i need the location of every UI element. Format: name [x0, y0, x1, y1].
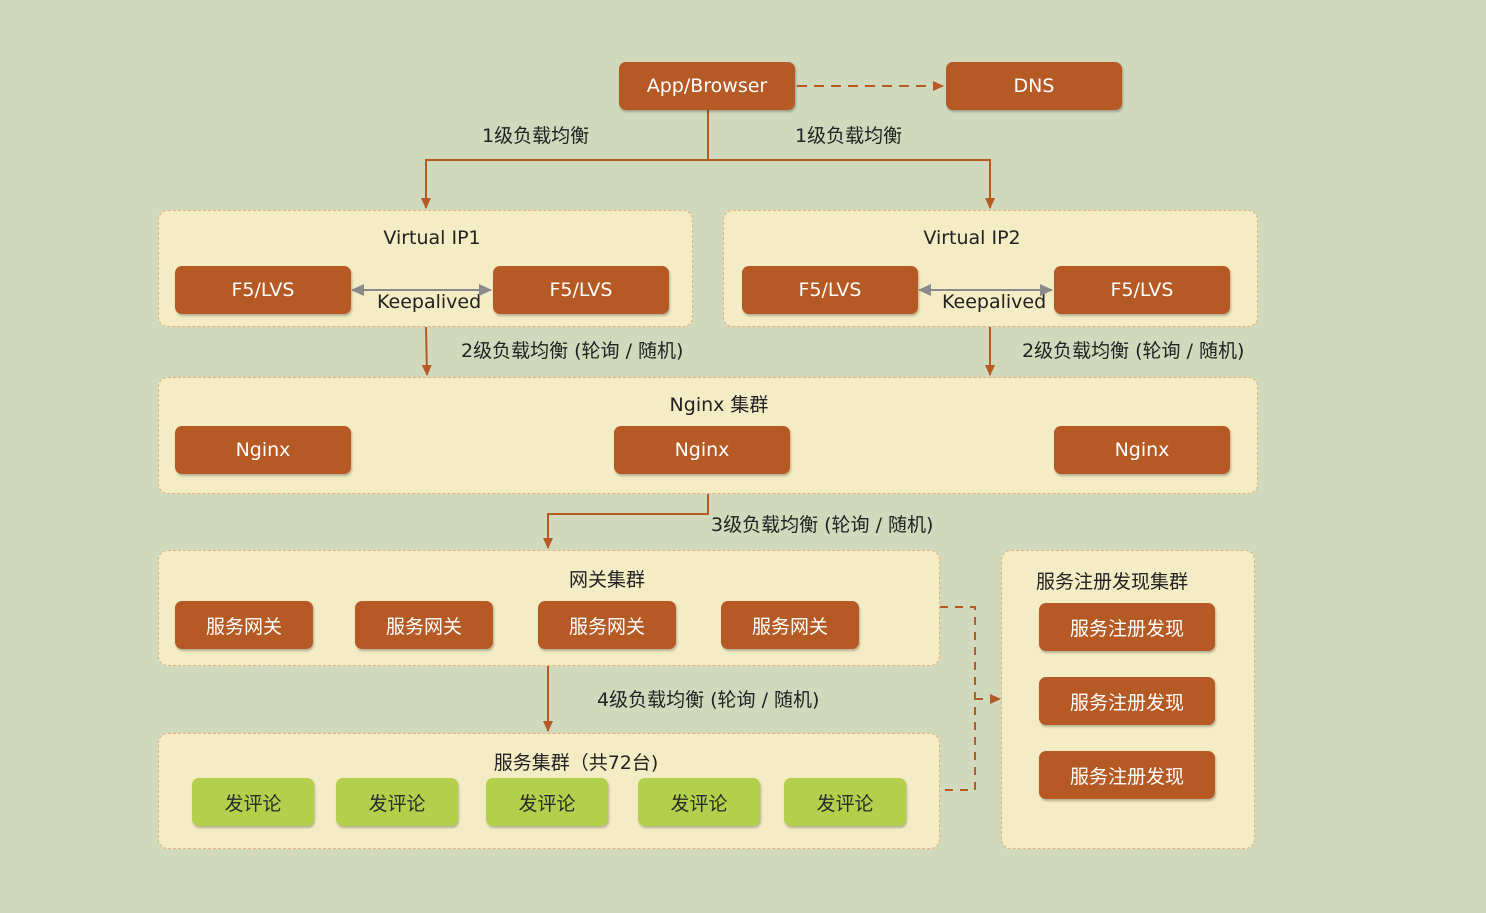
gateway-node: 服务网关 — [175, 601, 313, 649]
comment-service-node: 发评论 — [486, 778, 608, 826]
vip2-f5-lvs-a: F5/LVS — [742, 266, 918, 314]
virtual-ip2-group: Virtual IP2 F5/LVS F5/LVS Keepalived — [723, 210, 1258, 327]
level2-left-arrow — [421, 326, 432, 376]
nginx-node: Nginx — [1054, 426, 1230, 474]
app-browser-node: App/Browser — [619, 62, 795, 110]
level1-left-label: 1级负载均衡 — [482, 125, 590, 147]
dns-node: DNS — [946, 62, 1122, 110]
gateway-cluster-title: 网关集群 — [568, 569, 646, 591]
level3-arrow — [543, 494, 709, 549]
service-cluster-title: 服务集群（共72台) — [493, 752, 659, 774]
virtual-ip1-group: Virtual IP1 F5/LVS F5/LVS Keepalived — [158, 210, 693, 327]
nginx-node: Nginx — [614, 426, 790, 474]
comment-service-node: 发评论 — [192, 778, 314, 826]
vip2-f5-lvs-b: F5/LVS — [1054, 266, 1230, 314]
nginx-cluster-group: Nginx 集群 Nginx Nginx Nginx — [158, 377, 1258, 494]
nginx-node: Nginx — [175, 426, 351, 474]
registry-node: 服务注册发现 — [1039, 751, 1215, 799]
comment-service-node: 发评论 — [638, 778, 760, 826]
level4-label: 4级负载均衡 (轮询 / 随机) — [597, 689, 820, 711]
gateway-to-registry-link — [940, 606, 976, 791]
level3-label: 3级负载均衡 (轮询 / 随机) — [711, 514, 934, 536]
vip2-keepalived-label: Keepalived — [942, 291, 1047, 313]
registry-cluster-group: 服务注册发现集群 服务注册发现 服务注册发现 服务注册发现 — [1001, 550, 1255, 849]
vip1-keepalived-label: Keepalived — [377, 291, 482, 313]
gateway-node: 服务网关 — [538, 601, 676, 649]
service-cluster-group: 服务集群（共72台) 发评论 发评论 发评论 发评论 发评论 — [158, 733, 940, 849]
gateway-cluster-group: 网关集群 服务网关 服务网关 服务网关 服务网关 — [158, 550, 940, 666]
level2-left-label: 2级负载均衡 (轮询 / 随机) — [461, 340, 684, 362]
level1-right-label: 1级负载均衡 — [795, 125, 903, 147]
vip1-f5-lvs-b: F5/LVS — [493, 266, 669, 314]
virtual-ip2-title: Virtual IP2 — [923, 227, 1021, 249]
gateway-node: 服务网关 — [721, 601, 859, 649]
virtual-ip1-title: Virtual IP1 — [383, 227, 481, 249]
comment-service-node: 发评论 — [336, 778, 458, 826]
registry-node: 服务注册发现 — [1039, 677, 1215, 725]
comment-service-node: 发评论 — [784, 778, 906, 826]
level2-right-label: 2级负载均衡 (轮询 / 随机) — [1022, 340, 1245, 362]
gateway-node: 服务网关 — [355, 601, 493, 649]
level1-right-arrow — [708, 159, 995, 209]
level1-left-arrow — [421, 110, 709, 209]
nginx-cluster-title: Nginx 集群 — [669, 394, 769, 416]
registry-node: 服务注册发现 — [1039, 603, 1215, 651]
vip1-f5-lvs-a: F5/LVS — [175, 266, 351, 314]
registry-cluster-title: 服务注册发现集群 — [1036, 571, 1189, 593]
